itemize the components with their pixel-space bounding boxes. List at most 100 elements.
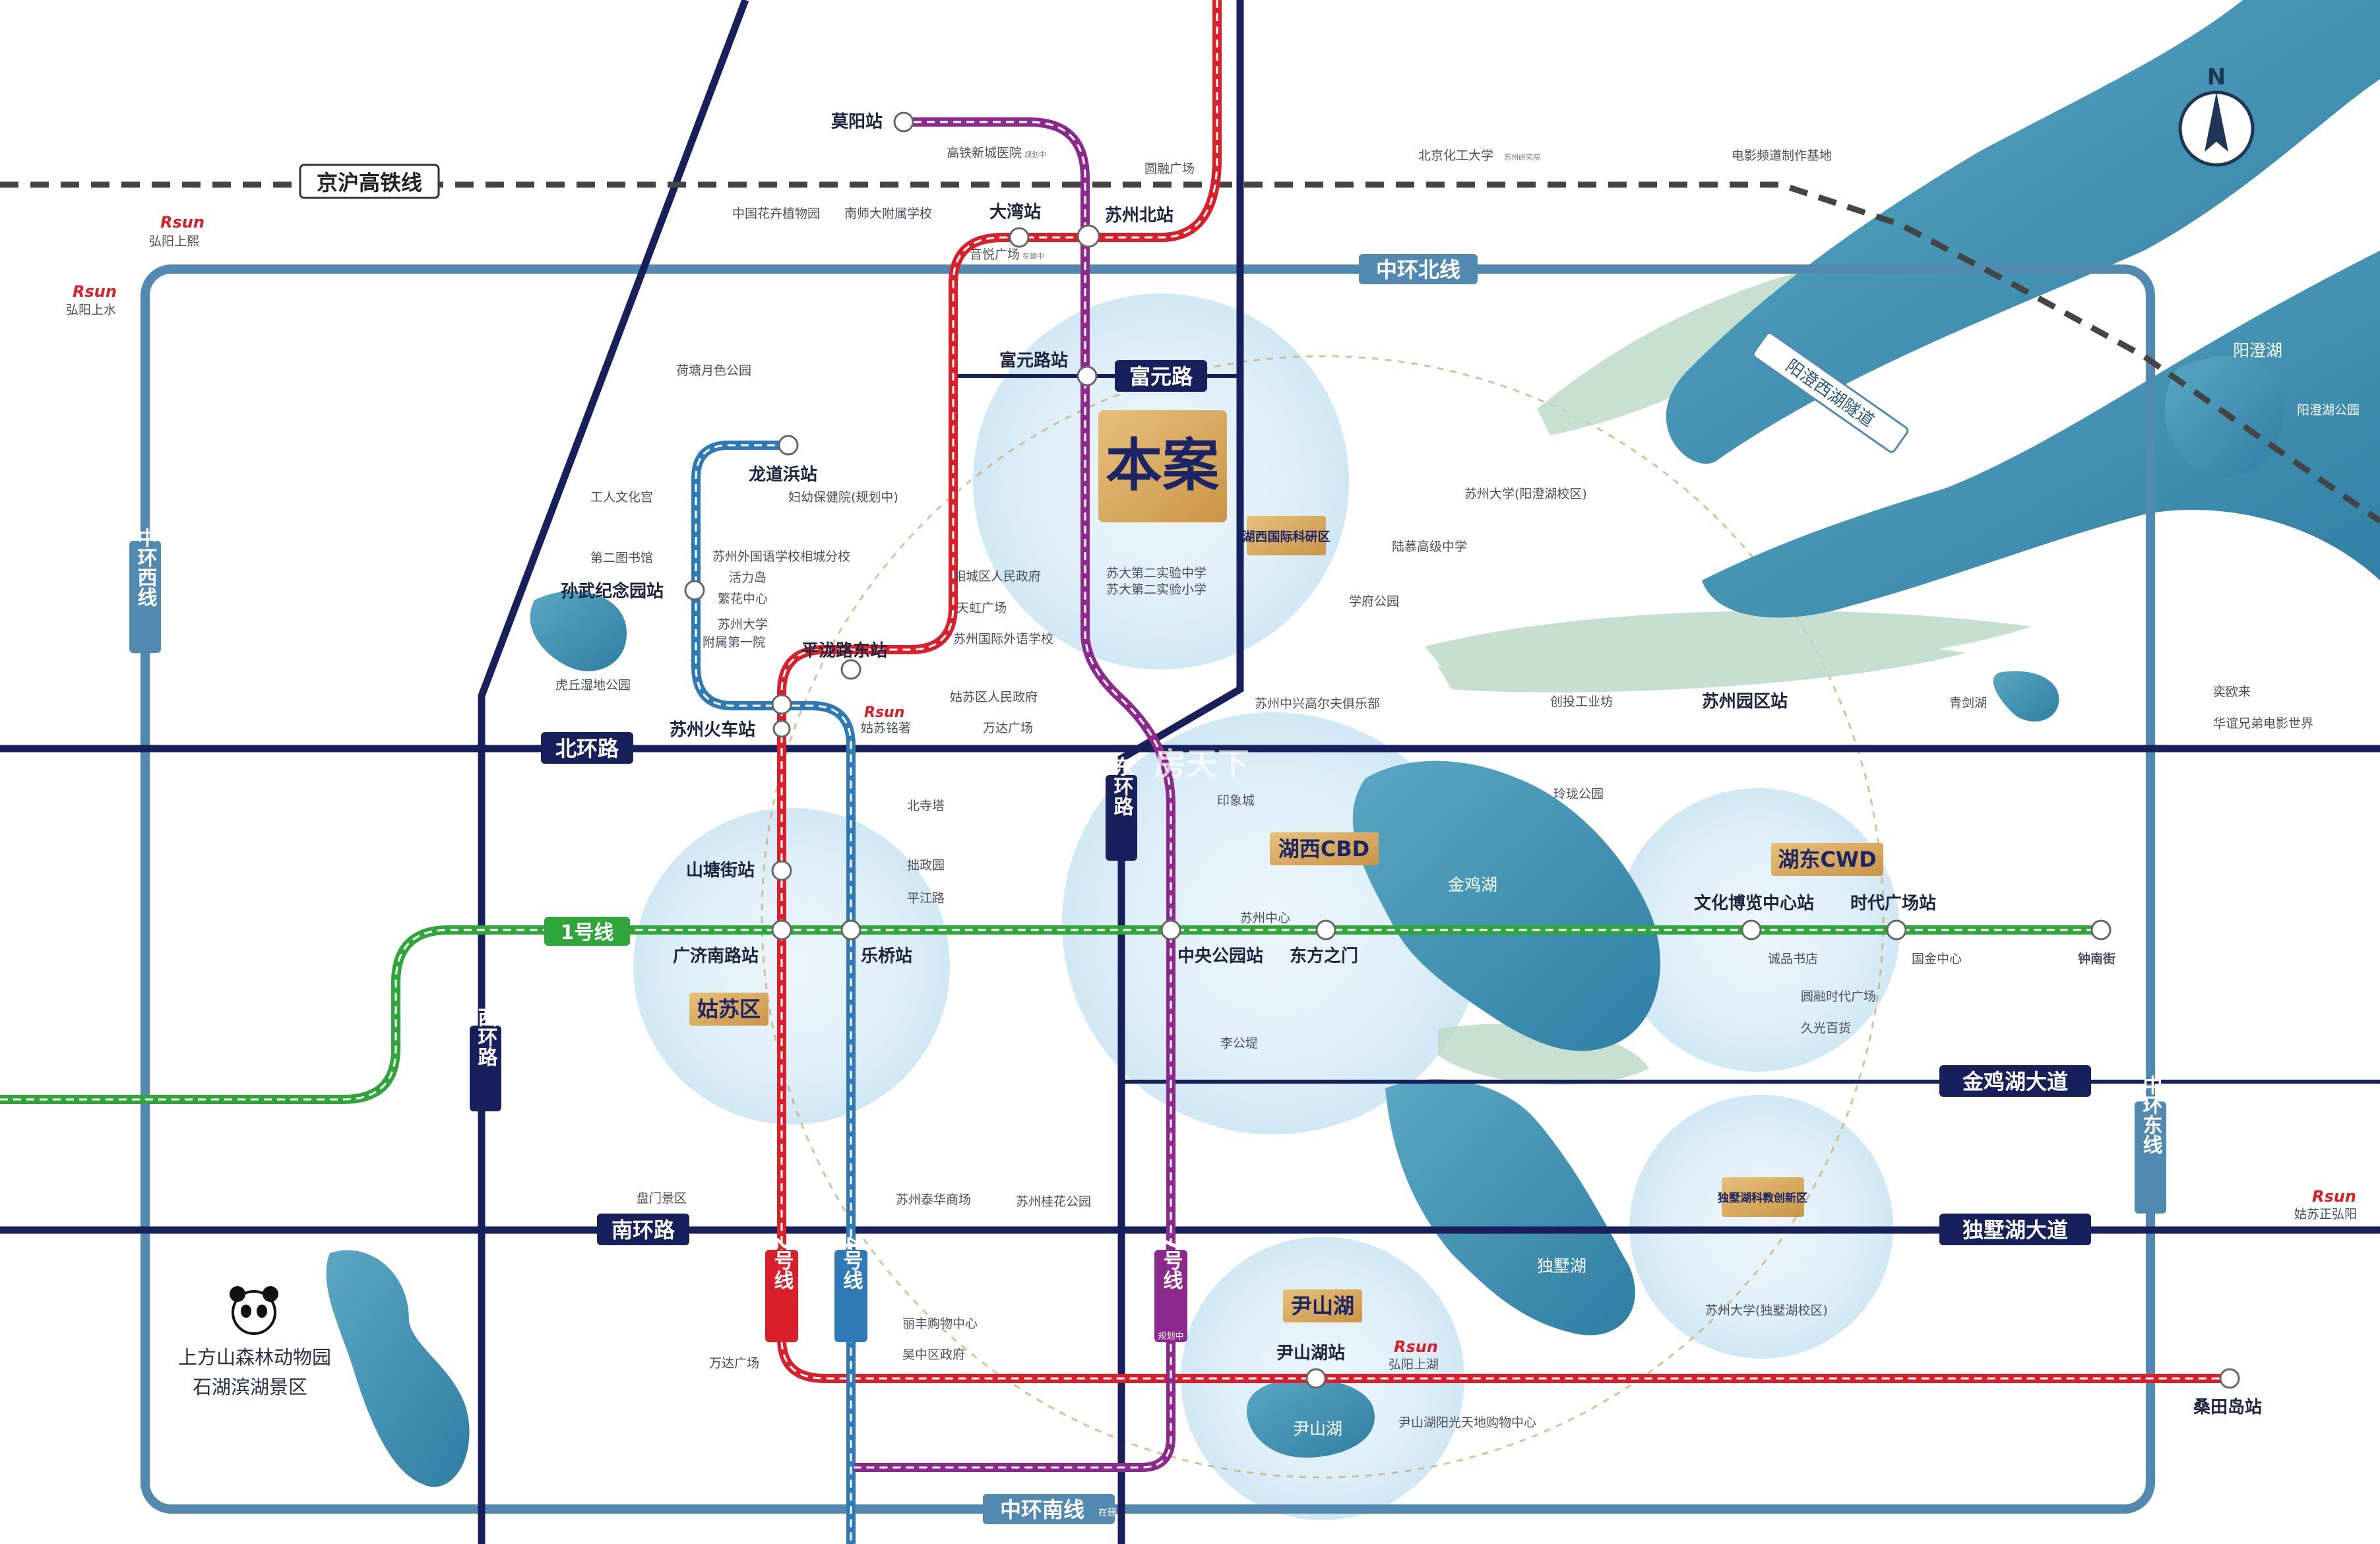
station-marker-railway2[interactable] — [772, 720, 791, 738]
station-marker-yinshanhu[interactable] — [1305, 1368, 1327, 1389]
gusu-label: 姑苏区 — [697, 997, 761, 1022]
compass: N — [2178, 64, 2255, 167]
station-moyang[interactable]: 莫阳站 — [831, 112, 883, 132]
station-sunwu[interactable]: 孙武纪念园站 — [561, 581, 664, 602]
poi-chengpin: 诚品书店 — [1768, 952, 1818, 966]
station-marker-guangji[interactable] — [771, 919, 792, 941]
station-marker-leqiao[interactable] — [840, 919, 861, 941]
ring-north-label-box — [1359, 254, 1478, 284]
beihuan-label-box — [541, 732, 633, 764]
station-marker-sangtian[interactable] — [2219, 1368, 2240, 1389]
station-fuyuanlu[interactable]: 富元路站 — [999, 350, 1068, 371]
station-marker-longdaobang[interactable] — [778, 435, 799, 456]
station-yuanqu[interactable]: 苏州园区站 — [1702, 692, 1788, 712]
poi-xuefu: 学府公园 — [1349, 594, 1399, 609]
yangcheng-lake-east — [1702, 251, 2380, 618]
poi-waiyu: 苏州外国语学校相城分校 — [712, 549, 850, 564]
line7-label-box — [1154, 1250, 1187, 1342]
yangcheng-lake-arm — [2164, 355, 2284, 478]
station-sangtiandao[interactable]: 桑田岛站 — [2193, 1397, 2262, 1417]
poi-huqiu: 虎丘湿地公园 — [555, 678, 631, 693]
station-suzhou-north[interactable]: 苏州北站 — [1105, 206, 1174, 226]
metro-line2-center — [780, 0, 2230, 1380]
poi-yinyue: 音悦广场 — [970, 247, 1020, 262]
station-marker-pinglong[interactable] — [840, 659, 861, 680]
station-marker-shidai[interactable] — [1886, 919, 1907, 941]
station-marker-dongfang[interactable] — [1315, 919, 1336, 941]
station-wenhua[interactable]: 文化博览中心站 — [1694, 893, 1814, 913]
station-marker-dawan[interactable] — [1009, 227, 1030, 248]
station-suzhou-railway[interactable]: 苏州火车站 — [670, 720, 755, 740]
poi-yinshanhu: 尹山湖 — [1293, 1419, 1342, 1438]
watermark: 房天下 — [1154, 746, 1249, 783]
station-yinshanhu[interactable]: 尹山湖站 — [1276, 1343, 1345, 1363]
ring-south-label-box — [983, 1494, 1115, 1524]
station-guangjinanlu[interactable]: 广济南路站 — [673, 946, 759, 966]
project-marker[interactable]: 本案 — [1098, 410, 1227, 522]
station-marker-sunwu[interactable] — [684, 580, 705, 601]
donghuan-label-box — [1106, 775, 1137, 861]
poi-guihua: 苏州桂花公园 — [1016, 1194, 1091, 1209]
poi-yinxiang: 印象城 — [1217, 793, 1255, 808]
poi-yinoulai: 奕欧来 — [2213, 685, 2251, 699]
poi-sudafuyuan1: 苏州大学 — [718, 617, 768, 632]
qingjian-lake — [1993, 671, 2059, 722]
metro-line1-center — [0, 929, 2104, 1101]
station-labels: 莫阳站 大湾站 苏州北站 富元路站 龙道浜站 孙武纪念园站 平泷路东站 苏州火车… — [561, 112, 2262, 1417]
station-shantangjie[interactable]: 山塘街站 — [686, 860, 755, 880]
metro-line7-center — [854, 121, 1172, 1469]
dushuhu-road-label-box — [1939, 1214, 2091, 1245]
nanhuan-label: 南环路 — [611, 1218, 675, 1243]
poi-lifeng: 丽丰购物中心 — [902, 1316, 978, 1331]
poi-sudafuyuan2: 附属第一院 — [703, 635, 765, 650]
yinshan-lake — [1247, 1378, 1375, 1458]
station-zhongyanggongyuan[interactable]: 中央公园站 — [1177, 946, 1263, 966]
station-marker-moyang[interactable] — [893, 111, 914, 133]
station-marker-zhongyang[interactable] — [1160, 919, 1181, 941]
poi-gaotie-hosp-note: 规划中 — [1024, 150, 1046, 159]
dushu-lake — [1385, 1079, 1635, 1336]
poi-yinshanhu-mall: 尹山湖阳光天地购物中心 — [1398, 1415, 1536, 1430]
station-zhongnanjie[interactable]: 钟南街 — [2078, 951, 2115, 966]
station-marker-railway[interactable] — [771, 694, 792, 715]
line1-label-box — [544, 917, 630, 946]
panda-ear-left — [230, 1286, 245, 1302]
fuyuan-label-box — [1115, 360, 1207, 392]
poi-beisita: 北寺塔 — [907, 799, 945, 813]
poi-hetang: 荷塘月色公园 — [676, 363, 751, 378]
ring-north-label: 中环北线 — [1376, 257, 1460, 282]
poi-yangchenggy: 阳澄湖公园 — [2297, 403, 2360, 417]
line7-note: 规划中 — [1158, 1332, 1183, 1342]
station-dawan[interactable]: 大湾站 — [989, 202, 1041, 222]
line2-label: 2号线 — [770, 1237, 794, 1290]
poi-xiangcheng-gov: 相城区人民政府 — [953, 569, 1041, 584]
station-marker-suzhou-north[interactable] — [1077, 224, 1100, 248]
rsun-zhengxi-logo: Rsun — [2312, 1187, 2356, 1206]
station-shidai[interactable]: 时代广场站 — [1850, 894, 1936, 913]
dushu-sci-label: 独墅湖科教创新区 — [1718, 1191, 1807, 1205]
poi-beihua-note: 苏州研究院 — [1504, 152, 1540, 162]
line2-label-box — [765, 1250, 798, 1342]
railway-label: 京沪高铁线 — [317, 170, 422, 195]
poi-yangchenghu: 阳澄湖 — [2233, 341, 2282, 360]
station-marker-wenhua[interactable] — [1741, 919, 1762, 941]
station-marker-shantang[interactable] — [771, 860, 792, 881]
donghuan-label: 东环路 — [1110, 756, 1134, 816]
poi-dianying: 电影频道制作基地 — [1732, 148, 1832, 163]
project-label: 本案 — [1106, 433, 1220, 499]
fuyuan-label: 富元路 — [1129, 364, 1193, 389]
hudong-cwd-box — [1771, 843, 1883, 876]
district-labels: 湖西国际科研区 湖西CBD 湖东CWD 姑苏区 尹山湖 独墅湖科教创新区 — [689, 516, 1883, 1322]
station-marker-zhongnan[interactable] — [2090, 919, 2112, 941]
station-marker-fuyuanlu[interactable] — [1077, 365, 1098, 386]
poi-huahui: 中国花卉植物园 — [732, 206, 820, 221]
station-leqiao[interactable]: 乐桥站 — [861, 946, 912, 966]
poi-erxiao: 苏大第二实验小学 — [1106, 582, 1206, 597]
ring-south-note: 在建 — [1098, 1508, 1117, 1518]
station-longdaobang[interactable]: 龙道浜站 — [749, 464, 817, 485]
station-dongfangzhimen[interactable]: 东方之门 — [1290, 946, 1358, 966]
station-pinglongludong[interactable]: 平泷路东站 — [801, 640, 887, 661]
poi-gusu-gov: 姑苏区人民政府 — [950, 690, 1038, 704]
poi-huayi: 华谊兄弟电影世界 — [2213, 716, 2313, 731]
huxi-cbd-box — [1270, 832, 1379, 865]
